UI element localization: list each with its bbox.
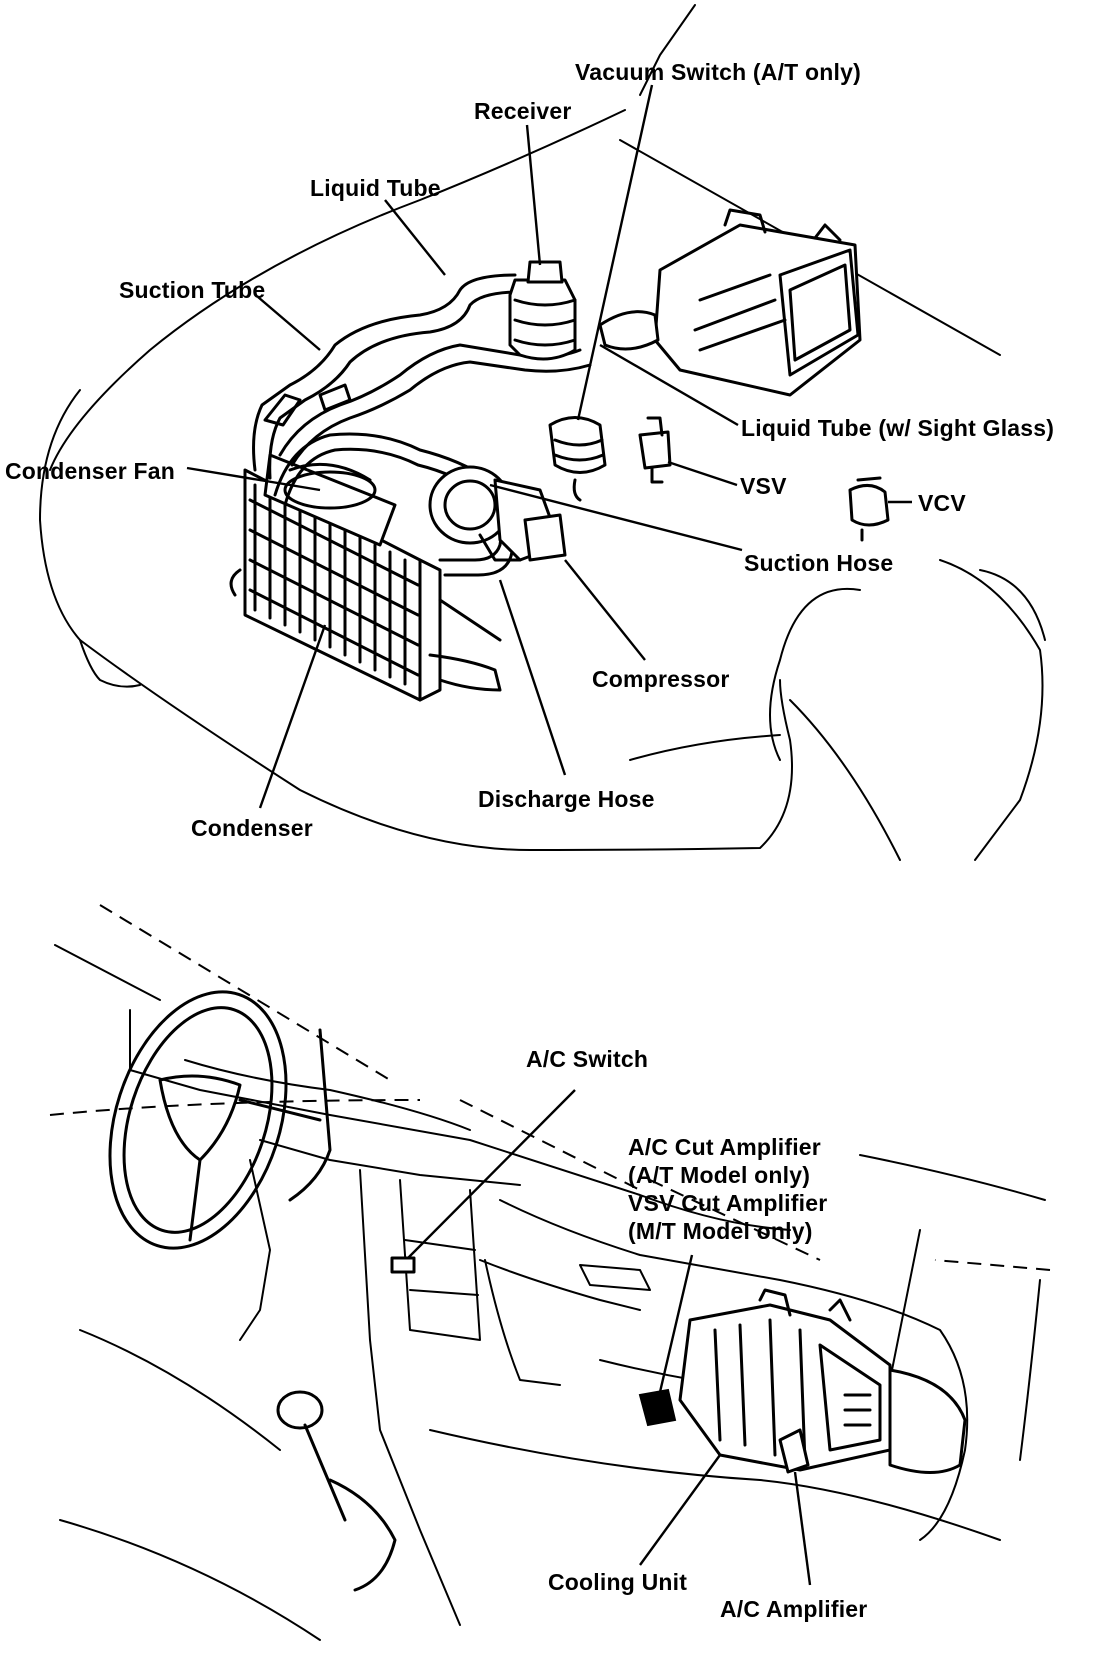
door-line	[1019, 1279, 1041, 1461]
windshield-line	[859, 1154, 1046, 1201]
ac-amplifier-label: A/C Amplifier	[720, 1596, 868, 1622]
vsv-leader	[667, 460, 738, 487]
ac-amplifier-leader	[793, 1471, 812, 1586]
at-model-only-label: (A/T Model only)	[628, 1162, 811, 1188]
hood-line	[49, 109, 626, 471]
condenser-fan-leader	[186, 466, 321, 492]
floor-line	[59, 1519, 321, 1641]
center-console	[239, 1159, 271, 1341]
condenser-leader	[258, 624, 327, 809]
discharge-hose-label: Discharge Hose	[478, 786, 655, 812]
suction-hose-label: Suction Hose	[744, 550, 894, 576]
ac-switch-label: A/C Switch	[526, 1046, 649, 1072]
mt-model-only-label: (M/T Model only)	[628, 1218, 813, 1244]
suction-tube-label: Suction Tube	[119, 277, 266, 303]
wheel-arch-line	[939, 559, 1044, 861]
engine-bay-leaders	[186, 84, 912, 809]
dash-top	[184, 1059, 471, 1131]
cooling-unit-drawing	[678, 1288, 967, 1474]
wheel-arch-line	[769, 587, 861, 761]
cut-amplifier-leader	[658, 1254, 694, 1393]
vacuum-switch-label: Vacuum Switch (A/T only)	[575, 59, 861, 85]
condenser-label: Condenser	[191, 815, 313, 841]
vacuum-switch-leader	[576, 84, 654, 421]
wheel-arch-line	[979, 569, 1046, 641]
discharge-hose-leader	[498, 579, 567, 776]
receiver-leader	[525, 124, 542, 266]
windshield-line	[459, 1099, 641, 1191]
cooling-unit-label: Cooling Unit	[548, 1569, 688, 1595]
condenser-fan-label: Condenser Fan	[5, 458, 176, 484]
liquid-tube-leader	[384, 199, 446, 276]
ac-cut-amplifier-label: A/C Cut Amplifier	[628, 1134, 821, 1160]
ac-switch-leader	[407, 1089, 576, 1259]
ac-amplifier-drawing	[778, 1428, 810, 1474]
windshield-line	[54, 944, 161, 1001]
suction-tube-leader	[257, 296, 321, 351]
vsv-label: VSV	[740, 473, 787, 499]
shift-lever	[276, 1390, 397, 1592]
passenger-dash	[579, 1264, 651, 1291]
receiver-label: Receiver	[474, 98, 572, 124]
sight-glass-leader	[599, 343, 739, 427]
dashboard-leaders	[407, 1089, 812, 1586]
passenger-dash	[499, 1199, 969, 1541]
center-console	[359, 1169, 461, 1626]
compressor-label: Compressor	[592, 666, 730, 692]
ac-cut-amplifier-drawing	[638, 1388, 677, 1427]
steering-wheel	[108, 990, 332, 1250]
floor-line	[79, 1329, 281, 1451]
vsv-cut-amplifier-label: VSV Cut Amplifier	[628, 1190, 828, 1216]
vcv-drawing	[848, 476, 890, 542]
blower-unit-drawing	[598, 208, 862, 397]
passenger-dash	[484, 1259, 561, 1386]
center-console	[399, 1179, 481, 1341]
vcv-label: VCV	[918, 490, 966, 516]
dash-top	[129, 1009, 791, 1231]
liquid-tube-sight-glass-label: Liquid Tube (w/ Sight Glass)	[741, 415, 1055, 441]
suction-hose-leader	[489, 483, 743, 552]
hood-line	[639, 4, 696, 96]
windshield-line	[649, 1179, 821, 1261]
compressor-leader	[564, 559, 646, 661]
fender-line	[39, 389, 793, 851]
bumper-line	[789, 699, 901, 861]
windshield-line	[934, 1259, 1051, 1271]
vacuum-switch-drawing	[548, 416, 607, 502]
refrigerant-tubes	[252, 273, 592, 577]
passenger-dash	[479, 1259, 641, 1311]
dashboard-illustration	[49, 904, 1051, 1641]
liquid-tube-label: Liquid Tube	[310, 175, 441, 201]
windshield-line	[49, 1099, 421, 1116]
dash-top	[259, 1139, 521, 1186]
wheel-arch-line	[629, 734, 781, 761]
center-console	[404, 1239, 479, 1296]
compressor-drawing	[428, 465, 567, 562]
ac-switch-drawing	[390, 1256, 416, 1274]
passenger-dash	[429, 1429, 1001, 1541]
fender-line	[79, 639, 141, 688]
cooling-unit-leader	[639, 1454, 721, 1566]
windshield-line	[99, 904, 391, 1081]
vsv-drawing	[638, 416, 672, 484]
receiver-drawing	[508, 260, 577, 361]
